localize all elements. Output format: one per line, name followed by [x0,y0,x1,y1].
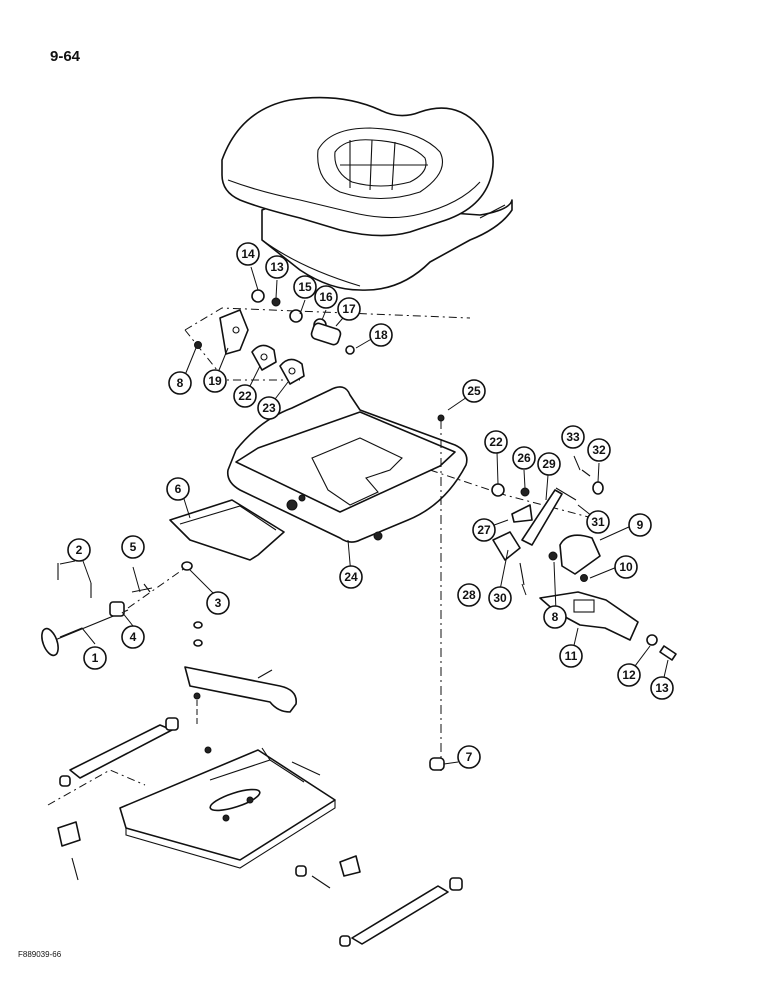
svg-text:22: 22 [489,435,503,449]
callout-13-right: 13 [650,676,674,700]
svg-text:2: 2 [76,543,83,557]
svg-text:13: 13 [270,260,284,274]
svg-text:5: 5 [130,540,137,554]
callout-27: 27 [472,518,496,542]
svg-text:1: 1 [92,651,99,665]
callout-5: 5 [121,535,145,559]
cushion-bar [169,499,285,561]
svg-text:14: 14 [241,247,255,261]
page-number: 9-64 [50,48,81,65]
svg-text:10: 10 [619,560,633,574]
callout-19: 19 [203,369,227,393]
callout-22-right: 22 [484,430,508,454]
svg-text:31: 31 [591,515,605,529]
callout-11: 11 [559,644,583,668]
svg-text:7: 7 [466,750,473,764]
lower-slide-base [47,621,463,947]
callout-29: 29 [537,452,561,476]
svg-text:22: 22 [238,389,252,403]
callout-10: 10 [614,555,638,579]
svg-text:28: 28 [462,588,476,602]
svg-text:33: 33 [566,430,580,444]
pivot-hardware [184,289,471,385]
callout-17: 17 [337,297,361,321]
seat-pan [226,386,468,543]
svg-text:19: 19 [208,374,222,388]
callout-30: 30 [488,586,512,610]
callout-31: 31 [586,510,610,534]
svg-text:15: 15 [298,280,312,294]
svg-text:23: 23 [262,401,276,415]
svg-text:4: 4 [130,630,137,644]
callout-23: 23 [257,396,281,420]
callout-13-top: 13 [265,255,289,279]
svg-text:8: 8 [552,610,559,624]
callout-18: 18 [369,323,393,347]
svg-text:6: 6 [175,482,182,496]
callout-2: 2 [67,538,91,562]
svg-text:12: 12 [622,668,636,682]
callout-15: 15 [293,275,317,299]
svg-text:29: 29 [542,457,556,471]
svg-text:3: 3 [215,596,222,610]
callout-28: 28 [457,583,481,607]
callout-3: 3 [206,591,230,615]
svg-text:27: 27 [477,523,491,537]
svg-text:11: 11 [565,649,578,663]
svg-text:17: 17 [342,302,356,316]
svg-text:8: 8 [177,376,184,390]
adjust-knob-rod [41,561,193,657]
callout-22-left: 22 [233,384,257,408]
callout-12: 12 [617,663,641,687]
callout-26: 26 [512,446,536,470]
svg-text:25: 25 [467,384,481,398]
callout-32: 32 [587,438,611,462]
callout-14: 14 [236,242,260,266]
callout-16: 16 [314,285,338,309]
callout-9: 9 [628,513,652,537]
svg-text:24: 24 [344,570,358,584]
callout-1: 1 [83,646,107,670]
figure-code: F889039-66 [18,950,62,959]
callout-4: 4 [121,625,145,649]
svg-text:26: 26 [517,451,531,465]
callout-24: 24 [339,565,363,589]
right-bracket-assembly [429,414,677,775]
callout-7: 7 [457,745,481,769]
callout-8-left: 8 [168,371,192,395]
svg-text:9: 9 [637,518,644,532]
svg-text:30: 30 [493,591,507,605]
callout-8-right: 8 [543,605,567,629]
seat-cushion [221,96,513,291]
callout-33: 33 [561,425,585,449]
svg-text:16: 16 [319,290,333,304]
svg-text:32: 32 [592,443,606,457]
svg-text:18: 18 [374,328,388,342]
callout-6: 6 [166,477,190,501]
callout-25: 25 [462,379,486,403]
svg-text:13: 13 [655,681,669,695]
